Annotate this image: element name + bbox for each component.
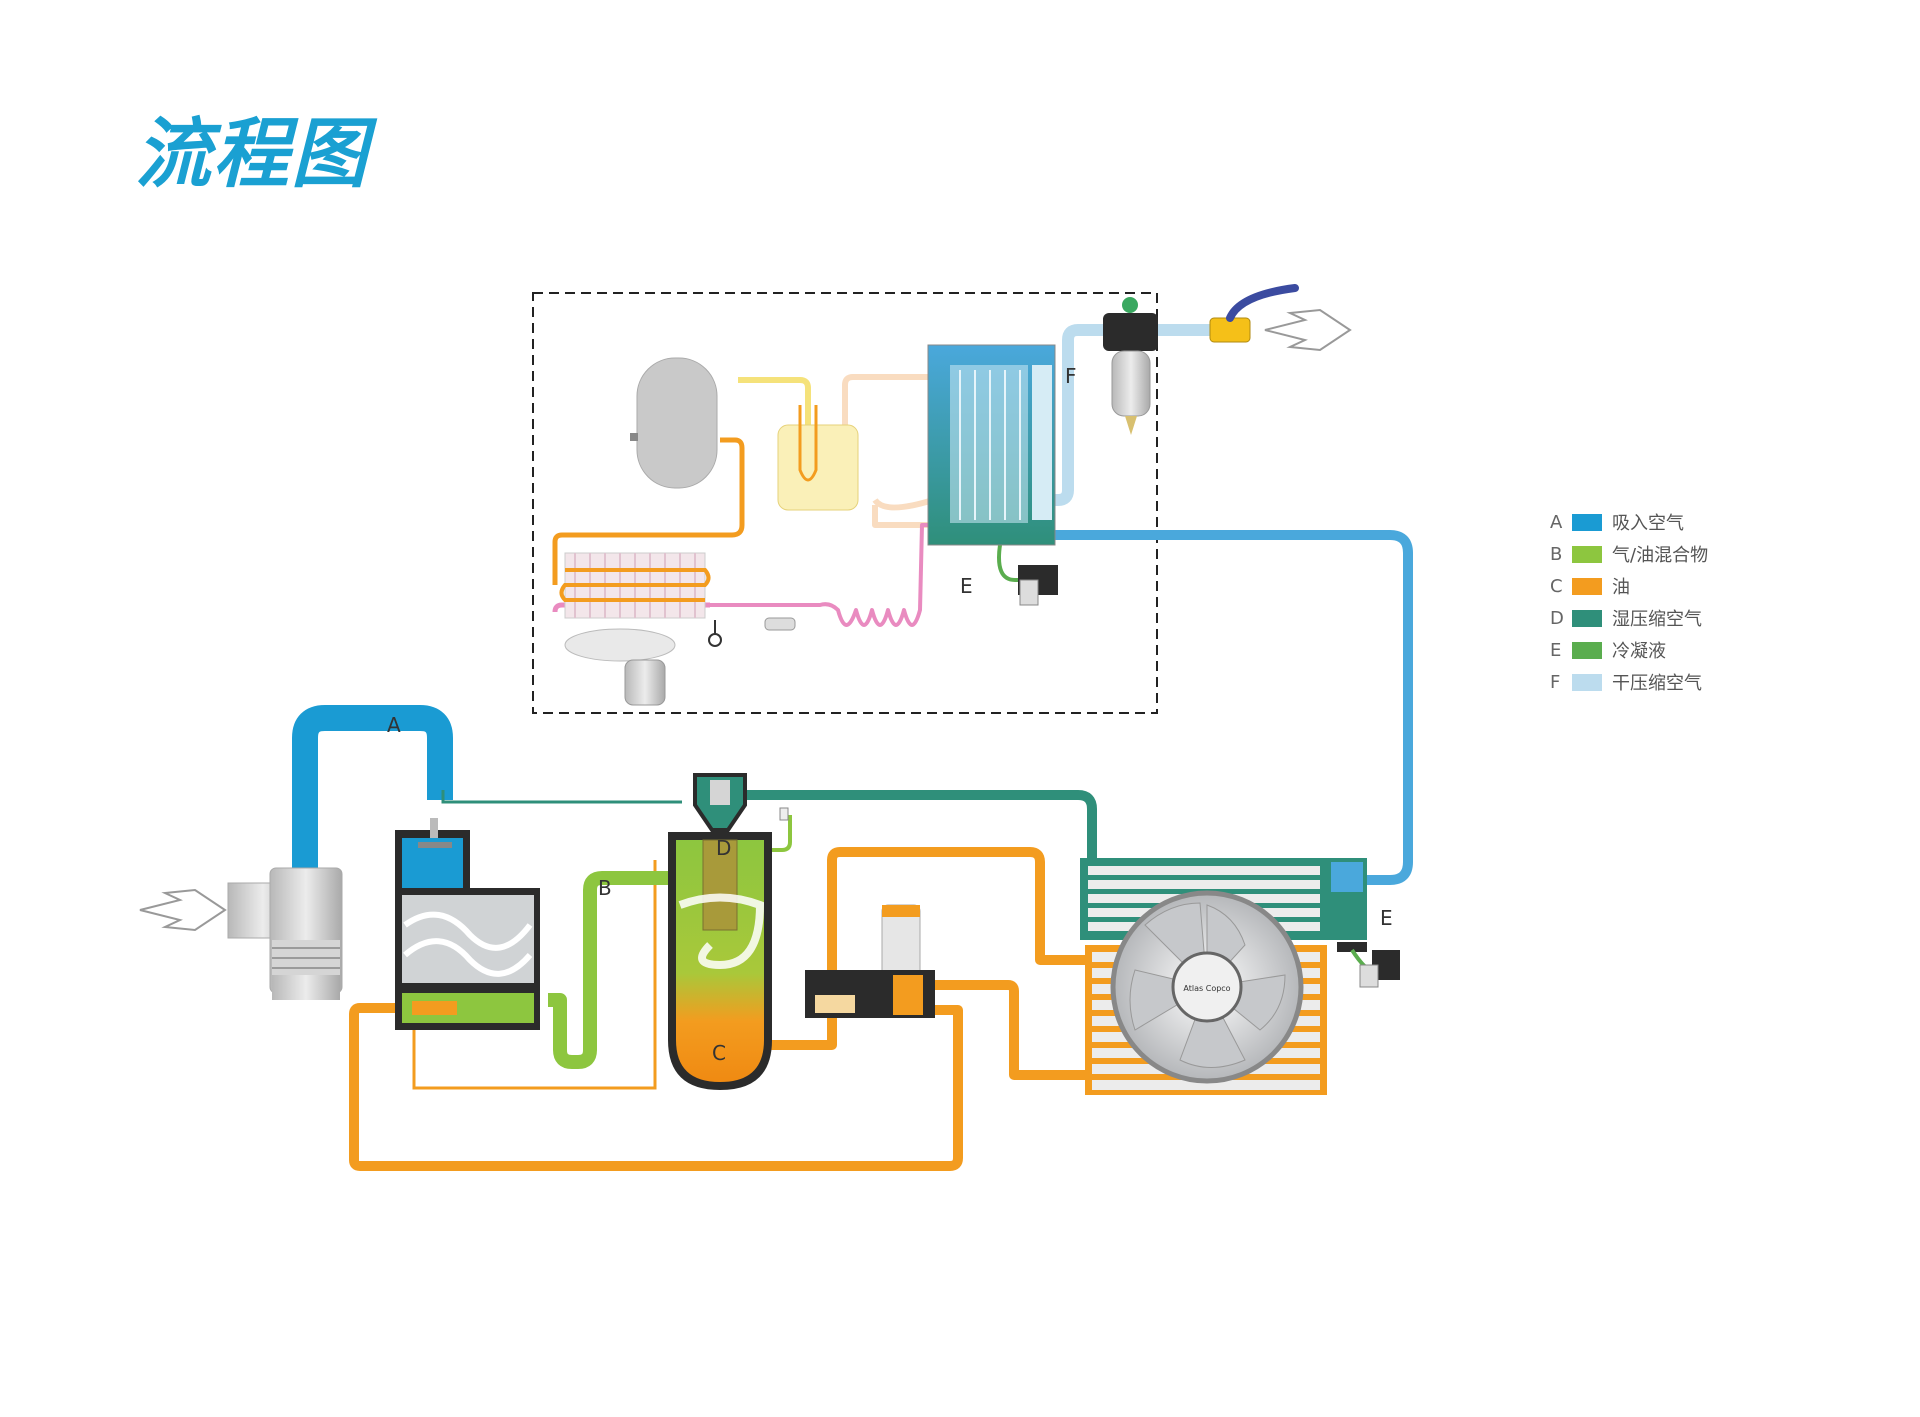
legend-text: 干压缩空气 <box>1612 673 1702 694</box>
expansion-valve <box>708 617 796 647</box>
legend-letter: D <box>1550 607 1564 629</box>
flow-label-d: D <box>716 836 731 860</box>
legend-text: 气/油混合物 <box>1612 545 1709 566</box>
flow-label-e-cooler: E <box>1380 906 1393 930</box>
oil-filter <box>805 904 935 1018</box>
legend-item: B 气/油混合物 <box>1550 538 1708 570</box>
legend-text: 冷凝液 <box>1612 641 1666 662</box>
legend-letter: C <box>1550 575 1563 597</box>
drain-valve-dryer <box>997 544 1058 606</box>
outlet-arrow <box>1264 308 1352 352</box>
oil-circuit <box>349 847 1090 1171</box>
condensate-line-sep <box>770 815 792 852</box>
flow-label-f: F <box>1065 364 1077 388</box>
legend-text: 油 <box>1612 577 1630 598</box>
legend-swatch <box>1572 545 1602 563</box>
legend-item: E 冷凝液 <box>1550 634 1708 666</box>
legend-swatch <box>1572 513 1602 531</box>
legend-swatch <box>1572 673 1602 691</box>
oil-return-line-thin <box>412 860 657 1090</box>
flow-label-e-dryer: E <box>960 574 973 598</box>
legend-letter: F <box>1550 671 1561 693</box>
dry-air-pipe <box>1040 324 1215 506</box>
air-intake-filter <box>227 867 343 1000</box>
flow-label-b: B <box>598 876 612 900</box>
cooled-air-pipe <box>1040 530 1413 885</box>
legend-text: 湿压缩空气 <box>1612 609 1702 630</box>
legend-text: 吸入空气 <box>1612 513 1684 534</box>
outlet-filter <box>1103 297 1158 435</box>
intake-air-pipe <box>292 705 453 870</box>
liquid-separator <box>777 405 859 511</box>
brand-logo: Atlas Copco <box>1183 984 1230 993</box>
ball-valve <box>1209 284 1299 343</box>
legend-swatch <box>1572 641 1602 659</box>
legend-item: D 湿压缩空气 <box>1550 602 1708 634</box>
legend-letter: B <box>1550 543 1563 565</box>
refrigerant-circuit <box>552 374 934 627</box>
oil-separator <box>668 773 789 1090</box>
air-to-air-heat-exchanger <box>927 344 1056 546</box>
drain-valve-cooler <box>1350 948 1400 988</box>
air-oil-mix-pipe <box>548 871 705 1069</box>
dryer-enclosure <box>532 292 1158 714</box>
legend-item: F 干压缩空气 <box>1550 666 1708 698</box>
condenser-fan <box>564 628 676 706</box>
legend-swatch <box>1572 577 1602 595</box>
legend-swatch <box>1572 609 1602 627</box>
intake-arrow <box>139 888 227 932</box>
legend-item: A 吸入空气 <box>1550 506 1708 538</box>
flow-label-c: C <box>712 1041 726 1065</box>
flow-label-a: A <box>387 713 401 737</box>
cooler-block: Atlas Copco <box>1080 858 1367 1095</box>
legend-letter: A <box>1550 511 1563 533</box>
wet-air-control-line <box>441 790 682 804</box>
wet-air-pipe <box>745 790 1097 860</box>
legend-letter: E <box>1550 639 1562 661</box>
page-title: 流程图 <box>135 109 369 198</box>
compressor-element <box>395 818 540 1030</box>
refrigerant-receiver <box>630 357 718 489</box>
condenser <box>559 552 711 619</box>
